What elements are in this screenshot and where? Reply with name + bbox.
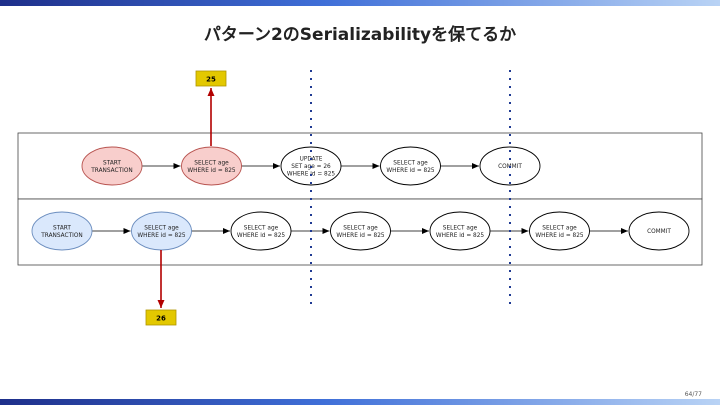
row2-node-shape-0: [31, 211, 93, 251]
row2-node-shape-2: [230, 211, 292, 251]
top-accent-bar: [0, 0, 720, 6]
read-value-bottom: 26: [156, 315, 166, 323]
row2-node-4-line-1: WHERE id = 825: [436, 233, 484, 239]
row2-node-3-line-1: WHERE id = 825: [336, 233, 384, 239]
row1-node-0: START TRANSACTION: [81, 146, 143, 186]
row1-node-0-line-0: START: [103, 160, 121, 166]
row2-node-0-line-1: TRANSACTION: [40, 233, 82, 239]
read-value-bottom-box: [145, 309, 177, 326]
row1-node-shape-1: [181, 146, 242, 186]
row2-node-1-line-1: WHERE id = 825: [137, 233, 185, 239]
row2-node-6-line-0: COMMIT: [647, 229, 671, 235]
row2-node-shape-3: [330, 211, 391, 251]
row2-node-shape-4: [429, 211, 491, 251]
bottom-accent-bar: [0, 399, 720, 405]
row2-node-5-line-0: SELECT age: [542, 225, 577, 231]
row2-node-3-line-0: SELECT age: [343, 225, 378, 231]
row2-node-0-line-0: START: [53, 225, 71, 231]
row2-node-2-line-0: SELECT age: [244, 225, 279, 231]
row1-node-0-line-1: TRANSACTION: [90, 168, 132, 174]
row2-node-shape-6: [628, 211, 690, 251]
row1-node-1-line-1: WHERE id = 825: [187, 168, 235, 174]
row1-node-1-line-0: SELECT age: [194, 160, 229, 166]
read-value-top: 25: [206, 76, 216, 84]
row1-node-shape-0: [81, 146, 143, 186]
page-number: 64/77: [684, 391, 702, 398]
row1-node-shape-3: [380, 146, 441, 186]
row1-node-3-line-0: SELECT age: [393, 160, 428, 166]
row2-node-4-line-0: SELECT age: [443, 225, 478, 231]
row2-node-6: COMMIT: [628, 211, 690, 251]
row1-node-3-line-1: WHERE id = 825: [386, 168, 434, 174]
row2-node-shape-5: [529, 211, 590, 251]
row2-node-2-line-1: WHERE id = 825: [237, 233, 285, 239]
read-value-top-box: [195, 70, 227, 87]
slide-title: パターン2のSerializabilityを保てるか: [203, 25, 517, 45]
row2-node-5-line-1: WHERE id = 825: [535, 233, 583, 239]
row2-node-1-line-0: SELECT age: [144, 225, 179, 231]
row2-node-0: START TRANSACTION: [31, 211, 93, 251]
